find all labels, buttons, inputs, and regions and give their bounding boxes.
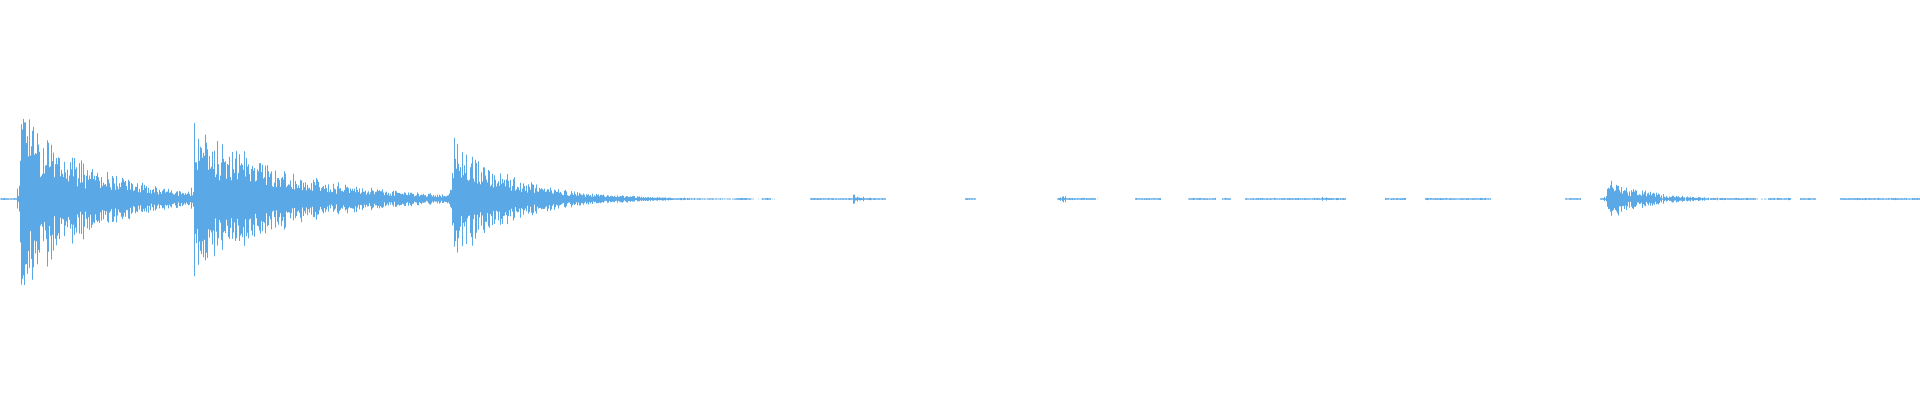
waveform-trace bbox=[0, 118, 1920, 285]
